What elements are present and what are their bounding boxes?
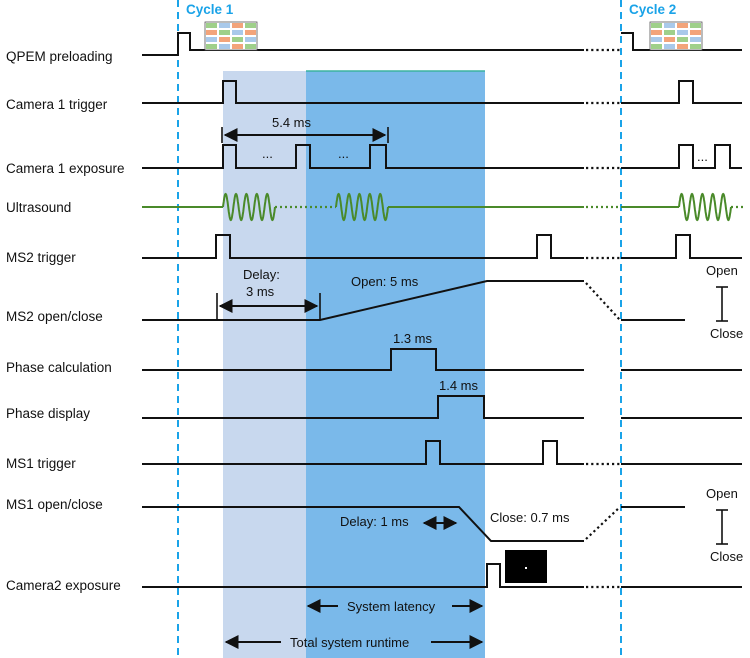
phase-display-duration-label: 1.4 ms <box>439 378 479 393</box>
system-latency-band <box>306 71 485 658</box>
row-label-ms1-open-close: MS1 open/close <box>6 497 103 512</box>
ms2-legend-close: Close <box>710 326 743 341</box>
row-label-ultrasound: Ultrasound <box>6 200 71 215</box>
ms2-trigger-signal <box>142 234 742 260</box>
cycle2-label: Cycle 2 <box>629 2 676 17</box>
row-label-ms1-trigger: MS1 trigger <box>6 456 76 471</box>
camera1-trigger-signal <box>142 80 742 105</box>
system-latency-label-bg <box>338 597 452 616</box>
ms1-legend-close: Close <box>710 549 743 564</box>
row-label-ms2-trigger: MS2 trigger <box>6 250 76 265</box>
camera2-frame-thumbnail <box>505 550 547 583</box>
camera1-exposure-signal: ... ... ... <box>142 144 742 170</box>
row-label-camera1-trigger: Camera 1 trigger <box>6 97 108 112</box>
ms2-open-label: Open: 5 ms <box>351 274 419 289</box>
ms2-legend-open: Open <box>706 263 738 278</box>
delay3-label-line1: Delay: <box>243 267 280 282</box>
exposure-span-label: 5.4 ms <box>272 115 312 130</box>
ultrasound-signal <box>142 192 746 222</box>
phase-calculation-signal <box>142 348 742 371</box>
ms2-open-close-signal <box>142 280 685 321</box>
ms1-open-close-signal <box>142 506 685 542</box>
camera1-exposure-ellipsis-2: ... <box>338 146 349 161</box>
row-label-camera1-exposure: Camera 1 exposure <box>6 161 125 176</box>
total-runtime-label: Total system runtime <box>290 635 409 650</box>
row-label-phase-calculation: Phase calculation <box>6 360 112 375</box>
phase-calc-duration-label: 1.3 ms <box>393 331 433 346</box>
cycle1-label: Cycle 1 <box>186 2 234 17</box>
system-latency-label: System latency <box>347 599 436 614</box>
qpem-preloading-signal <box>142 21 742 56</box>
camera1-exposure-ellipsis-1: ... <box>262 146 273 161</box>
row-label-qpem-preloading: QPEM preloading <box>6 49 113 64</box>
ms1-legend-open: Open <box>706 486 738 501</box>
row-label-ms2-open-close: MS2 open/close <box>6 309 103 324</box>
ms1-trigger-signal <box>142 440 742 466</box>
camera2-exposure-signal <box>142 563 742 589</box>
delay3-label-line2: 3 ms <box>246 284 275 299</box>
ms1-delay-label: Delay: 1 ms <box>340 514 409 529</box>
total-runtime-label-bg-right <box>306 633 431 652</box>
camera1-exposure-ellipsis-3: ... <box>697 149 708 164</box>
ms1-close-label: Close: 0.7 ms <box>490 510 570 525</box>
phase-display-signal <box>142 395 742 419</box>
row-label-phase-display: Phase display <box>6 406 90 421</box>
pattern-grid-icon <box>649 21 703 51</box>
pattern-grid-icon <box>204 21 258 51</box>
row-label-camera2-exposure: Camera2 exposure <box>6 578 121 593</box>
camera2-frame-spot <box>525 567 527 569</box>
